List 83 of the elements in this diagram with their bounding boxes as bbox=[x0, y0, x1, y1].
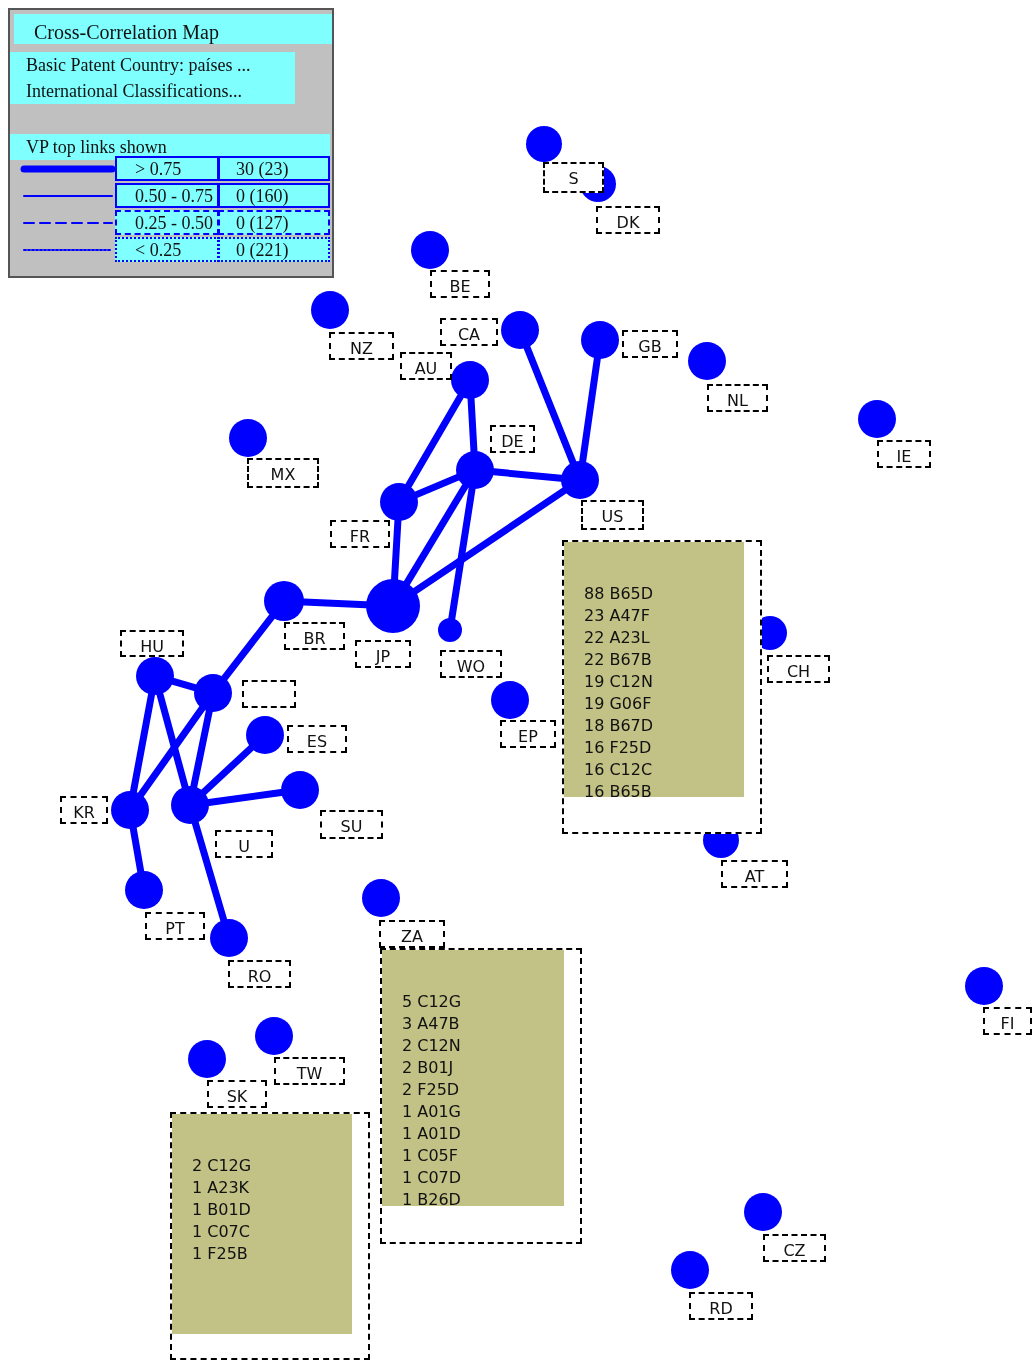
country-label: TW bbox=[274, 1057, 345, 1085]
link-count: 0 (160) bbox=[218, 183, 330, 208]
link-line bbox=[137, 705, 206, 798]
country-label: BE bbox=[430, 270, 490, 298]
country-label: NZ bbox=[329, 332, 394, 360]
class-code-entry: 1 B01D bbox=[192, 1200, 251, 1220]
link-count: 30 (23) bbox=[218, 156, 330, 181]
country-label: CH bbox=[767, 655, 830, 683]
link-line bbox=[405, 392, 464, 490]
class-code-entry: 1 C07D bbox=[402, 1168, 462, 1188]
class-code-entry: 2 C12G bbox=[192, 1156, 252, 1176]
country-label: IE bbox=[877, 440, 931, 468]
link-count: 0 (221) bbox=[218, 237, 330, 262]
country-label: SK bbox=[207, 1080, 267, 1108]
link-line bbox=[200, 744, 255, 796]
class-code-entry: 1 A01G bbox=[402, 1102, 461, 1122]
link-count: 0 (127) bbox=[218, 210, 330, 235]
range-label: 0.25 - 0.50 bbox=[115, 210, 219, 235]
class-code-entry: 16 B65B bbox=[584, 782, 652, 802]
class-code-entry: 19 C12N bbox=[584, 672, 653, 692]
class-code-entry: 1 C07C bbox=[192, 1222, 250, 1242]
class-code-entry: 22 A23L bbox=[584, 628, 650, 648]
link-line bbox=[523, 344, 577, 466]
country-label: FR bbox=[330, 520, 390, 548]
link-line bbox=[221, 613, 276, 682]
link-line bbox=[403, 482, 469, 587]
country-label: US bbox=[581, 500, 644, 530]
class-code-entry: 22 B67B bbox=[584, 650, 652, 670]
class-code-entry: 2 C12N bbox=[402, 1036, 461, 1056]
class-code-entry: 1 F25B bbox=[192, 1244, 248, 1264]
link-line bbox=[413, 473, 461, 499]
legend-heading: Basic Patent Country: países ... bbox=[10, 52, 295, 78]
info-panel bbox=[380, 948, 582, 1244]
legend-heading: International Classifications... bbox=[10, 78, 295, 104]
country-label: GB bbox=[622, 330, 678, 358]
country-label: KR bbox=[60, 796, 108, 824]
country-label: ES bbox=[287, 725, 347, 753]
country-label: AT bbox=[721, 860, 788, 888]
class-code-entry: 1 B26D bbox=[402, 1190, 461, 1210]
country-label: FI bbox=[983, 1007, 1032, 1035]
country-label: RO bbox=[228, 960, 291, 988]
country-label: HU bbox=[120, 630, 184, 657]
link-line bbox=[129, 825, 145, 875]
class-code-entry: 3 A47B bbox=[402, 1014, 460, 1034]
country-label: JP bbox=[355, 640, 411, 668]
country-label: CA bbox=[440, 318, 498, 346]
class-code-entry: 16 C12C bbox=[584, 760, 653, 780]
map-title: Cross-Correlation Map bbox=[14, 14, 332, 44]
range-label: 0.50 - 0.75 bbox=[115, 183, 219, 208]
legend-heading: VP top links shown bbox=[10, 134, 330, 160]
class-code-entry: 2 B01J bbox=[402, 1058, 454, 1078]
country-label: S bbox=[543, 162, 604, 193]
country-label: DK bbox=[596, 206, 660, 234]
link-line bbox=[411, 487, 568, 595]
country-label: AU bbox=[400, 352, 452, 380]
country-label: EP bbox=[500, 720, 556, 748]
country-label: CZ bbox=[763, 1234, 826, 1262]
country-label: RD bbox=[689, 1292, 753, 1320]
info-panel bbox=[170, 1112, 370, 1360]
range-label: > 0.75 bbox=[115, 156, 219, 181]
class-code-entry: 16 F25D bbox=[584, 738, 652, 758]
country-label: MX bbox=[247, 458, 319, 488]
class-code-entry: 19 G06F bbox=[584, 694, 652, 714]
link-line bbox=[130, 691, 155, 795]
country-label: PT bbox=[145, 912, 205, 940]
class-code-entry: 1 A23K bbox=[192, 1178, 250, 1198]
class-code-entry: 18 B67D bbox=[584, 716, 654, 736]
country-label: SU bbox=[320, 810, 383, 839]
class-code-entry: 2 F25D bbox=[402, 1080, 460, 1100]
class-code-entry: 5 C12G bbox=[402, 992, 462, 1012]
class-code-entry: 23 A47F bbox=[584, 606, 650, 626]
country-label: U bbox=[215, 830, 273, 858]
country-label: DE bbox=[490, 425, 535, 453]
class-code-entry: 1 A01D bbox=[402, 1124, 461, 1144]
country-label: ZA bbox=[379, 920, 445, 948]
class-code-entry: 88 B65D bbox=[584, 584, 654, 604]
class-code-entry: 1 C05F bbox=[402, 1146, 458, 1166]
info-panel bbox=[562, 540, 762, 834]
country-label: NL bbox=[707, 384, 768, 412]
link-line bbox=[190, 708, 213, 790]
country-label: WO bbox=[440, 650, 502, 678]
country-label: BR bbox=[284, 622, 345, 650]
range-label: < 0.25 bbox=[115, 237, 219, 262]
